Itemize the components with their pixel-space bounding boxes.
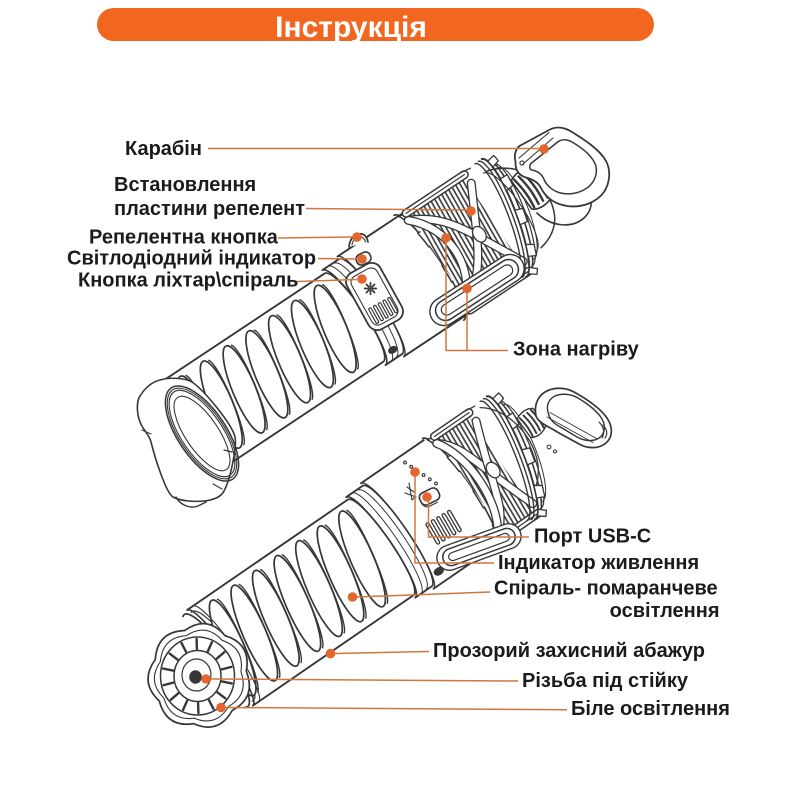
svg-text:Репелентна кнопка: Репелентна кнопка — [89, 227, 279, 249]
svg-text:Зона нагріву: Зона нагріву — [513, 339, 640, 361]
svg-text:освітлення: освітлення — [610, 600, 720, 622]
svg-text:Різьба під стійку: Різьба під стійку — [522, 670, 689, 692]
svg-text:Прозорий захисний абажур: Прозорий захисний абажур — [433, 640, 705, 662]
svg-text:Світлодіодний індикатор: Світлодіодний індикатор — [67, 248, 316, 270]
svg-text:пластини репелент: пластини репелент — [114, 198, 305, 220]
svg-text:Встановлення: Встановлення — [114, 174, 256, 196]
svg-text:Кнопка ліхтар\спіраль: Кнопка ліхтар\спіраль — [78, 270, 298, 292]
svg-text:Порт USB-C: Порт USB-C — [534, 526, 651, 548]
svg-text:Карабін: Карабін — [125, 138, 202, 160]
svg-text:Індикатор живлення: Індикатор живлення — [498, 552, 699, 574]
svg-text:Спіраль- помаранчеве: Спіраль- помаранчеве — [494, 578, 718, 600]
svg-text:Інструкція: Інструкція — [275, 11, 427, 44]
svg-text:Біле освітлення: Біле освітлення — [571, 698, 730, 720]
